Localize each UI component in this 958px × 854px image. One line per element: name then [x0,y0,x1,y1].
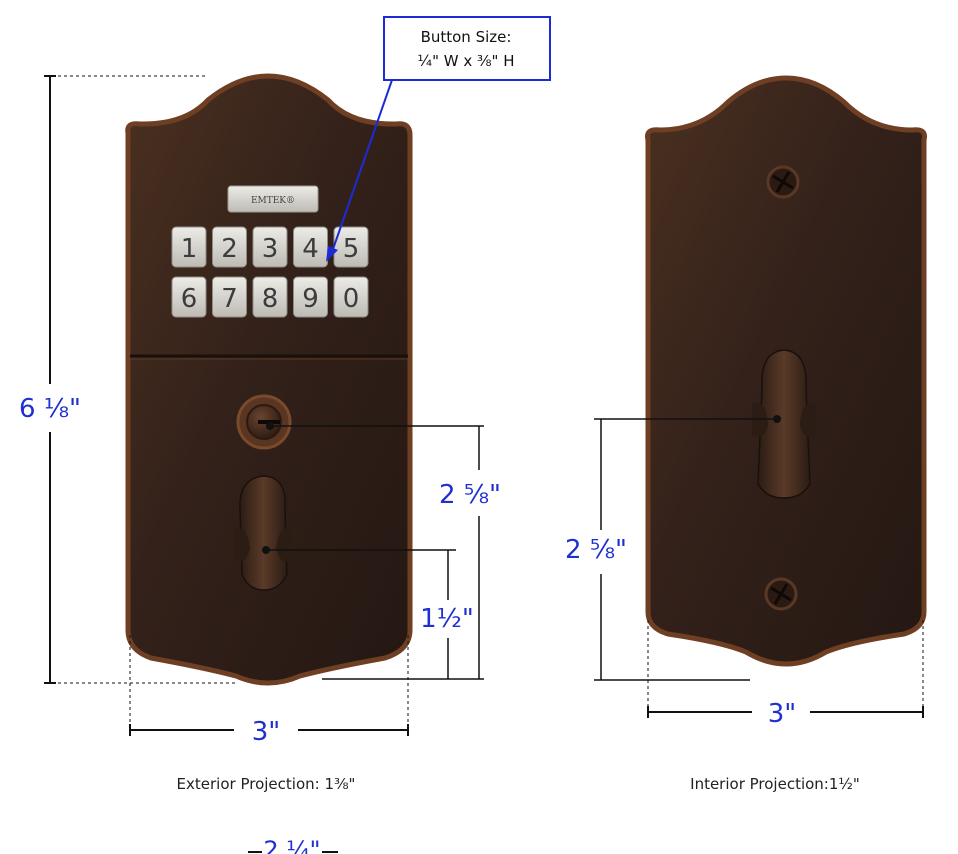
keypad-key-label: 0 [343,284,360,314]
brand-badge: EMTEK® [227,185,319,213]
interior-plate [645,75,927,667]
exterior-caption: Exterior Projection: 1⅜" [177,775,356,793]
keypad-key-face [171,276,207,318]
keypad-key-6[interactable]: 6 [171,276,207,318]
exterior-dimensions [44,75,484,736]
button-size-callout: Button Size: ¼" W x ⅜" H [326,16,551,262]
exterior-width-label: 3" [252,717,281,747]
keypad-key-face [171,226,207,268]
keypad-key-face [293,226,328,268]
exterior-height-label: 6 ⅛" [19,394,81,424]
keypad-key-label: 3 [262,234,279,264]
exterior-key-dim-label: 2 ⅝" [439,480,501,510]
exterior-thumb-turn [234,475,292,591]
callout-line-1: Button Size: [421,28,512,46]
exterior-thumb-dot [262,546,270,554]
callout-line-2: ¼" W x ⅜" H [418,52,515,70]
keypad-key-label: 1 [181,234,198,264]
keypad-key-label: 6 [181,284,198,314]
exterior-thumb-dim-label: 1½" [420,604,474,634]
brand-label: EMTEK® [251,196,295,206]
keypad-key-face [252,276,288,318]
keypad-key-9[interactable]: 9 [293,276,328,318]
keypad-key-8[interactable]: 8 [252,276,288,318]
keypad-key-face [293,276,328,318]
keypad-key-label: 2 [221,234,238,264]
bottom-partial-label: 2 ¼" [263,836,320,854]
keypad-key-face [212,226,247,268]
exterior-plate [125,73,413,686]
keypad-key-5[interactable]: 5 [333,226,369,268]
interior-thumb-turn [752,349,816,499]
key-center-dot [266,422,274,430]
keypad-key-label: 5 [343,234,360,264]
keypad-key-face [333,276,369,318]
interior-dimensions [594,418,924,718]
keypad-key-label: 4 [302,234,319,264]
keypad-key-3[interactable]: 3 [252,226,288,268]
keypad-key-4[interactable]: 4 [293,226,328,268]
bottom-screw [764,577,798,611]
interior-width-label: 3" [768,699,797,729]
interior-thumb-dim-label: 2 ⅝" [565,535,627,565]
keypad-key-1[interactable]: 1 [171,226,207,268]
keypad-key-label: 9 [302,284,319,314]
keypad-key-2[interactable]: 2 [212,226,247,268]
interior-thumb-dot [773,415,781,423]
bottom-partial-dimension: 2 ¼" [248,836,338,854]
keypad-key-label: 8 [262,284,279,314]
key-cylinder [236,394,292,450]
keypad-key-0[interactable]: 0 [333,276,369,318]
keypad-key-7[interactable]: 7 [212,276,247,318]
keypad-key-face [212,276,247,318]
keypad-key-label: 7 [221,284,238,314]
keypad-key-face [252,226,288,268]
top-screw [766,165,800,199]
interior-caption: Interior Projection:1½" [690,775,860,793]
